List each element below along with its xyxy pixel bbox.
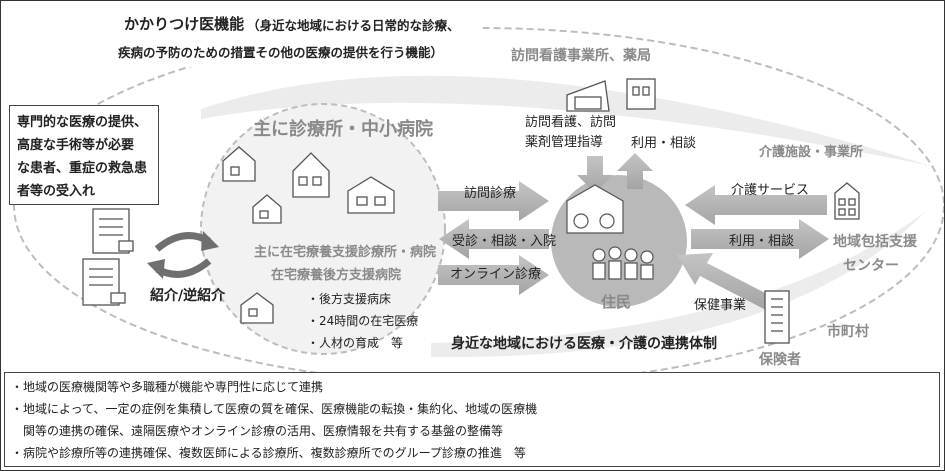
insurer-label: 保険者	[759, 352, 801, 368]
specialized-line-4: 者等の受入れ	[17, 184, 96, 199]
care-service-arrow	[685, 185, 827, 225]
nursing-title: 訪問看護事業所、薬局	[511, 48, 651, 64]
consult-label: 受診・相談・入院	[452, 234, 557, 249]
nursing-down-arrow	[577, 156, 613, 193]
use-consult-right-label: 利用・相談	[729, 234, 795, 249]
home-visit-arrow	[438, 181, 549, 221]
resident-circle	[551, 175, 687, 307]
health-service-label: 保健事業	[694, 298, 747, 313]
note-3: 関等の連携の確保、遠隔医療やオンライン診療の活用、医療情報を共有する基盤の整備等	[11, 424, 504, 438]
community-center-line-1: 地域包括支援	[833, 234, 917, 250]
use-consult-top-label: 利用・相談	[631, 136, 697, 151]
clinic-bullet-3: ・人材の育成 等	[307, 336, 404, 350]
kakaritsuke-desc-2: 疾病の予防のための措置その他の医療の提供を行う機能）	[118, 45, 444, 60]
specialized-line-1: 専門的な医療の提供、	[17, 115, 148, 130]
clinic-bullet-1: ・後方支援病床	[307, 292, 392, 306]
note-4: ・病院や診療所等の連携確保、複数医師による診療所、複数診療所でのグループ診療の推…	[11, 446, 526, 460]
consult-arrow	[439, 219, 549, 259]
specialized-line-3: な患者、重症の救急患	[17, 161, 148, 176]
clinic-bullet-2: ・24時間の在宅医療	[307, 314, 419, 328]
residents-group-icon	[566, 184, 654, 280]
community-center-line-2: センター	[843, 258, 899, 274]
online-label: オンライン診療	[450, 267, 542, 282]
home-support-line-1: 主に在宅療養支援診療所・病院	[254, 245, 437, 260]
home-support-line-2: 在宅療養後方支援病院	[271, 268, 402, 283]
clinic-house-icons	[222, 146, 395, 324]
specialized-care-box: 専門的な医療の提供、 高度な手術等が必要 な患者、重症の救急患 者等の受入れ	[9, 105, 159, 205]
specialized-line-2: 高度な手術等が必要	[17, 138, 135, 153]
care-service-label: 介護サービス	[731, 183, 810, 198]
care-swoosh-top	[201, 75, 931, 166]
system-label: 身近な地域における医療・介護の連携体制	[451, 336, 717, 352]
care-facility-icon	[834, 182, 860, 220]
use-consult-up-arrow	[617, 153, 653, 189]
municipality-label: 市町村	[827, 324, 869, 340]
health-service-arrow	[677, 253, 773, 310]
kakaritsuke-box: かかりつけ医機能 （身近な地域における日常的な診療、 疾病の予防のための措置その…	[110, 7, 482, 67]
referral-label: 紹介/逆紹介	[150, 288, 226, 304]
home-visit-label: 訪問診療	[464, 186, 517, 201]
nursing-line-2: 薬剤管理指導	[525, 135, 604, 150]
use-consult-right-arrow	[691, 219, 829, 259]
care-facility-label: 介護施設・事業所	[759, 145, 864, 160]
note-1: ・地域の医療機関等や多職種が機能や専門性に応じて連携	[11, 380, 324, 394]
note-2: ・地域によって、一定の症例を集積して医療の質を確保、医療機能の転換・集約化、地域…	[11, 402, 538, 416]
care-swoosh-bottom	[431, 211, 926, 358]
insurer-building-icon	[764, 290, 790, 344]
kakaritsuke-desc-1: （身近な地域における日常的な診療、	[247, 18, 460, 33]
kakaritsuke-title: かかりつけ医機能	[124, 15, 245, 33]
resident-label: 住民	[601, 293, 632, 311]
clinics-title: 主に診療所・中小病院	[253, 119, 433, 140]
notes-box: ・地域の医療機関等や多職種が機能や専門性に応じて連携 ・地域によって、一定の症例…	[4, 372, 940, 467]
nursing-station-icons	[566, 78, 656, 112]
nursing-line-1: 訪問看護、訪問	[525, 115, 617, 130]
clinic-region	[200, 103, 446, 355]
hospital-document-icons	[82, 208, 134, 306]
referral-arrow-lower	[155, 258, 212, 278]
online-arrow	[438, 255, 549, 295]
